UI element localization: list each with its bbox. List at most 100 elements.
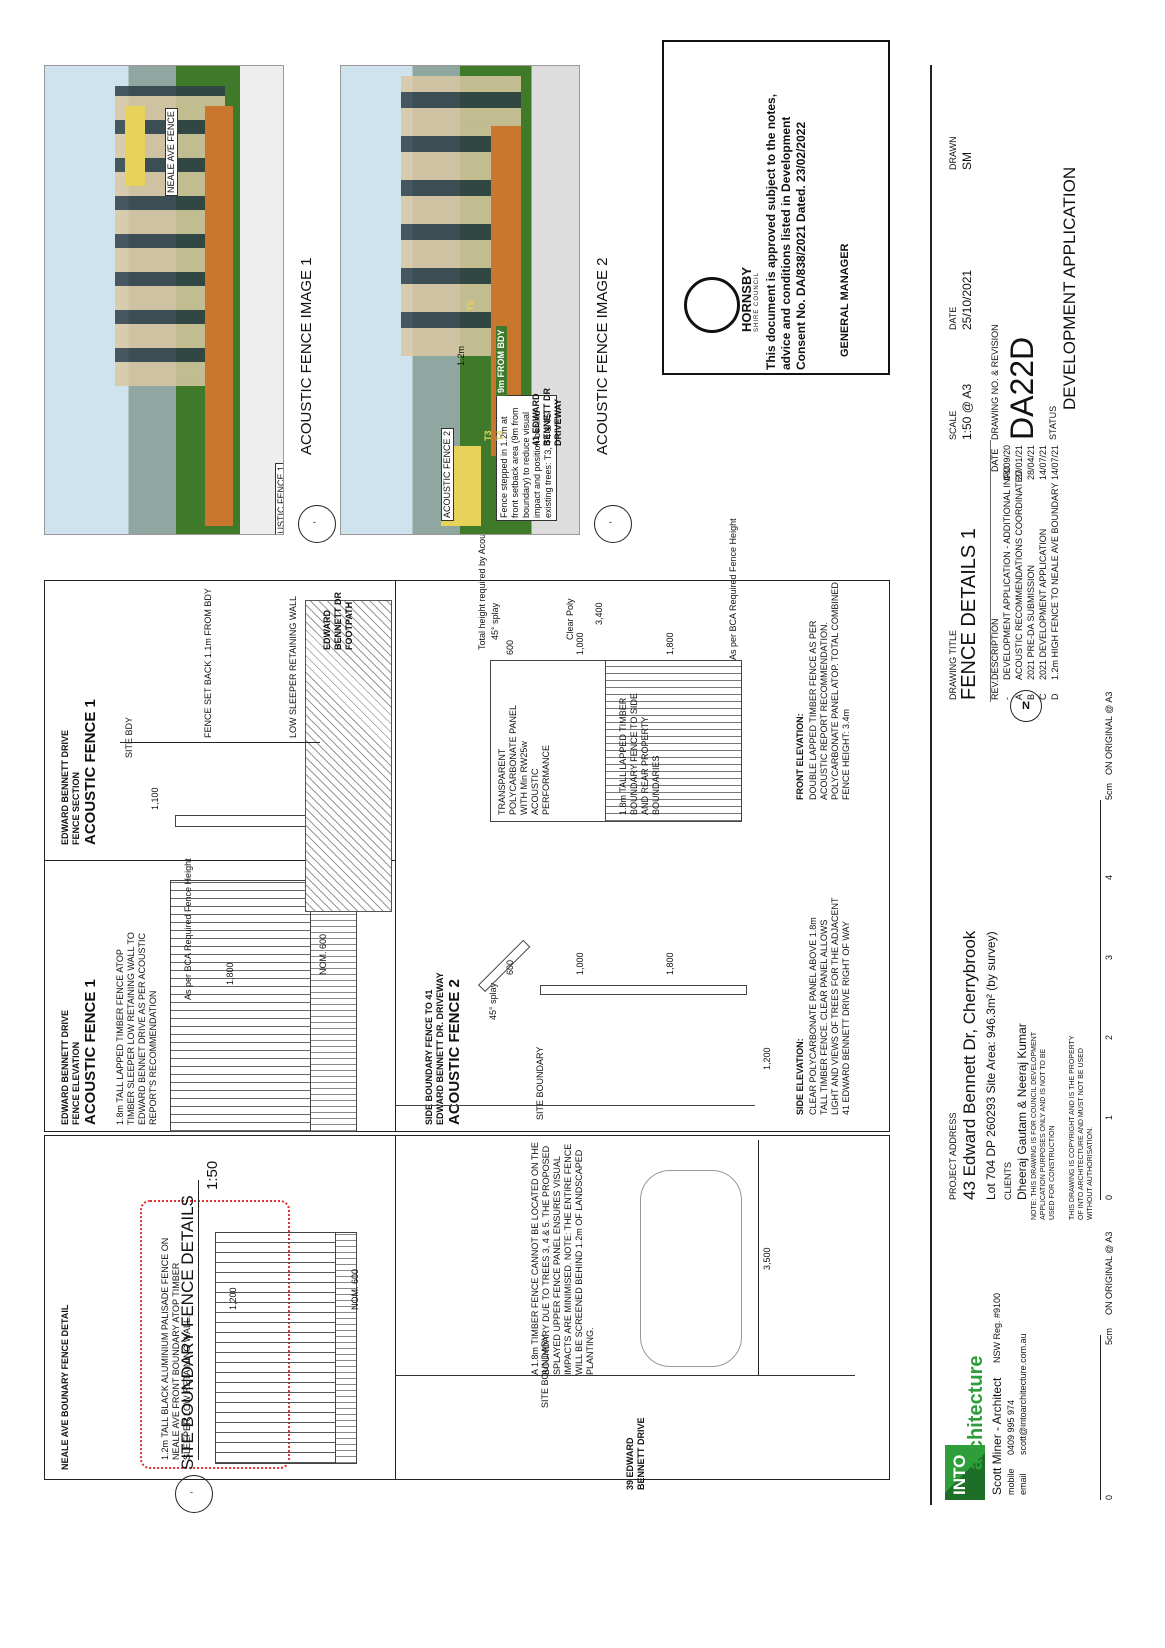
img2-t3: T3	[483, 430, 493, 441]
fence2-site-boundary: SITE BOUNDARY	[535, 1046, 545, 1120]
rev-row-3-rev: C	[1038, 693, 1048, 701]
rev-header-date: DATE	[990, 448, 1000, 472]
rev-row-0-desc: DEVELOPMENT APPLICATION - ADDITIONAL INF…	[1002, 466, 1012, 680]
architect-name: Scott Miner - Architect	[990, 1377, 1004, 1495]
fence1-sect-footpath: EDWARD BENNETT DR FOOTPATH	[322, 580, 355, 650]
detail-ref-circle	[175, 1475, 213, 1513]
detail-ref: -	[190, 1487, 193, 1497]
fence1-elev-timber	[170, 880, 312, 1132]
mobile-label: mobile	[1006, 1468, 1016, 1495]
img2-driveway-text: 41 EDWARD BENNETT DR DRIVEWAY	[531, 388, 563, 446]
fence2-dim-600: 600	[505, 959, 515, 975]
img2-driveway: 41 EDWARD BENNETT DR DRIVEWAY	[531, 376, 564, 446]
img1-label-b-text: NEALE AVE FENCE	[166, 111, 176, 193]
image1-ref: -	[313, 517, 316, 527]
img1-label-b: NEALE AVE FENCE	[165, 108, 178, 196]
neighbour-39-text: 39 EDWARD BENNETT DRIVE	[625, 1417, 646, 1490]
north-label: N	[1022, 700, 1030, 712]
rev-row-1-date: 27/01/21	[1014, 444, 1024, 480]
fence2-front-title: FRONT ELEVATION:	[795, 713, 805, 800]
rev-row-3-date: 14/07/21	[1038, 444, 1048, 480]
img2-t4: T4	[495, 430, 505, 441]
rev-row-3-desc: 2021 DEVELOPMENT APPLICATION	[1038, 528, 1048, 680]
fence2-front-dim-1800: 1,800	[665, 632, 675, 655]
rev-header-rev: REV.	[990, 679, 1000, 700]
rev-header-desc: DESCRIPTION	[990, 618, 1000, 680]
status-value: DEVELOPMENT APPLICATION	[1060, 166, 1079, 410]
logo-mark	[945, 1445, 985, 1500]
fence2-dim-3400: 3,400	[594, 602, 604, 625]
fence2-front-bca: As per BCA Required Fence Height	[728, 518, 738, 660]
rev-row-0-rev: -	[1002, 697, 1012, 700]
dim-3500-line	[758, 1140, 759, 1375]
rev-table-top	[990, 440, 991, 702]
acoustic-fence-image-1: ACOUSTIC FENCE 1 NEALE AVE FENCE	[44, 65, 284, 535]
rev-row-4-desc: 1.2m HIGH FENCE TO NEALE AVE BOUNDARY	[1050, 482, 1060, 680]
detail-title-underline	[198, 1180, 199, 1460]
fence2-front-dim-600: 600	[505, 639, 515, 655]
stamp-signatory: GENERAL MANAGER	[839, 243, 851, 357]
fence1-sect-bdy-line	[120, 742, 320, 743]
logo-b: architecture	[965, 1355, 987, 1471]
council-logo-icon	[684, 277, 740, 333]
image1-title: ACOUSTIC FENCE IMAGE 1	[298, 257, 315, 455]
email-value: scott@intoarchitecture.com.au	[1018, 1333, 1028, 1455]
drawn-value: SM	[960, 152, 974, 170]
rev-row-1-rev: A	[1014, 693, 1024, 700]
neale-panel	[44, 1135, 890, 1480]
image1-ref-circle	[298, 505, 336, 543]
drawing-no-label: DRAWING NO. & REVISION	[990, 324, 1000, 440]
rev-row-2-rev: B	[1026, 693, 1036, 700]
note-copyright: THIS DRAWING IS COPYRIGHT AND IS THE PRO…	[1068, 1030, 1095, 1220]
img2-label-a: ACOUSTIC FENCE 2	[441, 427, 454, 521]
fence2-side-title: SIDE ELEVATION:	[795, 1038, 805, 1115]
panel-divider-main	[395, 580, 396, 1132]
fence1-sect-footpath-text: EDWARD BENNETT DR FOOTPATH	[322, 592, 354, 650]
clients-label: CLIENTS	[1003, 1161, 1013, 1200]
note-construction-text: NOTE: THIS DRAWING IS FOR COUNCIL DEVELO…	[1031, 1032, 1056, 1220]
panel-divider-upper	[44, 860, 395, 861]
note-construction: NOTE: THIS DRAWING IS FOR COUNCIL DEVELO…	[1030, 1030, 1057, 1220]
fence2-side-note: CLEAR POLYCARBONATE PANEL ABOVE 1.8m TAL…	[808, 895, 852, 1115]
fence2-line2: EDWARD BENNETT DR. DRIVEWAY	[435, 972, 445, 1125]
scale-value: 1:50 @ A3	[960, 383, 974, 440]
stamp-text-body: This document is approved subject to the…	[764, 93, 808, 370]
fence1-sect-ground	[305, 600, 392, 912]
rev-row-2-desc: 2021 PRE-DA SUBMISSION	[1026, 564, 1036, 680]
site-boundary-line	[395, 1375, 855, 1376]
img2-label-a-text: ACOUSTIC FENCE 2	[442, 430, 452, 518]
council-stamp: HORNSBY SHIRE COUNCIL This document is a…	[662, 40, 890, 375]
rev-row-2-date: 28/04/21	[1026, 444, 1036, 480]
car-outline	[640, 1170, 742, 1367]
fence1-elev-line1: EDWARD BENNETT DRIVE	[60, 1009, 70, 1125]
fence1-sect-title: ACOUSTIC FENCE 1	[82, 699, 99, 845]
fence2-dim-1000: 1,000	[575, 952, 585, 975]
trees-note: A 1.8m TIMBER FENCE CANNOT BE LOCATED ON…	[530, 1125, 596, 1375]
fence1-elev-nom600: NOM. 600	[318, 933, 328, 975]
fence2-timber-note-text: 1.8m TALL LAPPED TIMBER BOUNDARY FENCE T…	[618, 693, 661, 815]
fence1-elev-line2: FENCE ELEVATION	[71, 1041, 81, 1125]
neale-retaining-wall	[335, 1232, 357, 1464]
scale-right-0: 0	[1104, 1194, 1114, 1200]
scale-right-2: 2	[1104, 1034, 1114, 1040]
rev-row-1-desc: ACOUSTIC RECOMMENDATIONS COORDINATED	[1014, 469, 1024, 680]
fence2-clear-poly: Clear Poly	[565, 598, 575, 640]
fence2-dim-1200: 1,200	[762, 1047, 772, 1070]
acoustic-fence-image-2: ACOUSTIC FENCE 2 Fence stepped in 1.2m a…	[340, 65, 580, 535]
fence2-poly-note-text: TRANSPARENT POLYCARBONATE PANEL WITH Min…	[497, 705, 551, 815]
scale-right-1: 1	[1104, 1114, 1114, 1120]
scale-right-4: 4	[1104, 874, 1114, 880]
img2-t5: T5	[466, 300, 476, 311]
fence1-sect-low-wall: LOW SLEEPER RETAINING WALL	[288, 595, 298, 738]
fence2-splay: 45° splay	[488, 982, 498, 1020]
date-label: DATE	[948, 306, 958, 330]
project-address: 43 Edward Bennett Dr, Cherrybrook	[960, 930, 979, 1200]
fence1-sect-setback: FENCE SET BACK 1.1m FROM BDY	[203, 588, 213, 738]
scale-right-5: 5cm	[1104, 782, 1114, 800]
stamp-text: This document is approved subject to the…	[764, 70, 809, 370]
detail-scale: 1:50	[204, 1160, 221, 1190]
council-sub: SHIRE COUNCIL	[754, 271, 760, 332]
fence2-front-dim-1000: 1,000	[575, 632, 585, 655]
drawn-label: DRAWN	[948, 136, 958, 170]
scale-bar-left	[1100, 1335, 1101, 1500]
